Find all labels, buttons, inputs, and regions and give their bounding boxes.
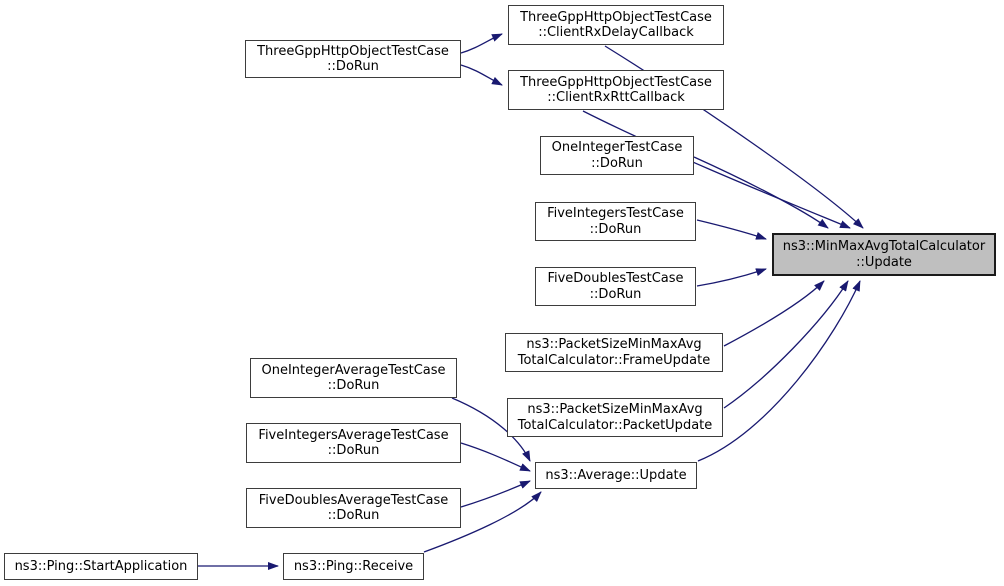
edge-ping-receive-to-average-update: [423, 491, 542, 553]
graph-node-three-gpp-http-object-dorun[interactable]: ThreeGppHttpObjectTestCase::DoRun: [245, 40, 461, 78]
graph-node-label-line: ::DoRun: [589, 286, 642, 302]
graph-node-label-line: ::DoRun: [327, 508, 380, 523]
graph-node-label-line: ns3::MinMaxAvgTotalCalculator: [782, 239, 986, 254]
edge-client-rx-delay-callback-to-min-max-avg-total-calculator-update: [604, 45, 864, 229]
graph-node-label-line: ThreeGppHttpObjectTestCase: [520, 9, 712, 25]
edge-packet-size-packet-update-to-min-max-avg-total-calculator-update: [723, 280, 849, 409]
graph-node-label-line: FiveIntegersTestCase: [547, 206, 684, 221]
graph-node-label-line: FiveIntegersAverageTestCase: [258, 427, 449, 443]
graph-node-label-line: ::DoRun: [589, 221, 642, 237]
graph-node-five-integers-dorun[interactable]: FiveIntegersTestCase::DoRun: [535, 202, 696, 241]
edge-client-rx-rtt-callback-to-min-max-avg-total-calculator-update: [582, 110, 851, 229]
edge-five-doubles-average-dorun-to-average-update: [460, 480, 531, 508]
graph-node-label-line: FiveDoublesTestCase: [547, 271, 684, 286]
edge-three-gpp-http-object-dorun-to-client-rx-delay-callback: [460, 33, 503, 54]
graph-node-one-integer-dorun[interactable]: OneIntegerTestCase::DoRun: [540, 136, 694, 175]
edge-average-update-to-min-max-avg-total-calculator-update: [697, 280, 861, 462]
graph-node-five-doubles-average-dorun[interactable]: FiveDoublesAverageTestCase::DoRun: [246, 488, 461, 528]
graph-node-label-line: ::Update: [856, 254, 912, 270]
graph-node-label-line: TotalCalculator::FrameUpdate: [517, 352, 711, 368]
edge-five-doubles-dorun-to-min-max-avg-total-calculator-update: [696, 268, 767, 287]
graph-node-label-line: OneIntegerAverageTestCase: [261, 362, 446, 378]
graph-node-label-line: ns3::Average::Update: [545, 467, 687, 483]
graph-node-five-doubles-dorun[interactable]: FiveDoublesTestCase::DoRun: [535, 267, 696, 306]
edge-five-integers-average-dorun-to-average-update: [460, 442, 531, 472]
graph-node-label-line: ThreeGppHttpObjectTestCase: [257, 43, 449, 59]
graph-node-label-line: ThreeGppHttpObjectTestCase: [520, 74, 712, 90]
graph-node-ping-receive[interactable]: ns3::Ping::Receive: [283, 553, 424, 580]
graph-node-average-update[interactable]: ns3::Average::Update: [535, 462, 697, 489]
graph-node-label-line: ::ClientRxDelayCallback: [538, 25, 694, 40]
graph-node-label-line: ::DoRun: [327, 443, 380, 458]
graph-node-label-line: ::DoRun: [327, 59, 379, 74]
graph-node-min-max-avg-total-calculator-update[interactable]: ns3::MinMaxAvgTotalCalculator::Update: [772, 233, 996, 276]
graph-node-client-rx-delay-callback[interactable]: ThreeGppHttpObjectTestCase::ClientRxDela…: [508, 5, 724, 45]
graph-node-ping-start-application[interactable]: ns3::Ping::StartApplication: [4, 553, 198, 580]
edge-packet-size-frame-update-to-min-max-avg-total-calculator-update: [723, 280, 825, 347]
graph-node-label-line: ::ClientRxRttCallback: [547, 90, 685, 105]
graph-node-label-line: TotalCalculator::PacketUpdate: [517, 417, 713, 433]
graph-node-label-line: ns3::PacketSizeMinMaxAvg: [527, 402, 703, 417]
graph-node-five-integers-average-dorun[interactable]: FiveIntegersAverageTestCase::DoRun: [246, 423, 461, 463]
graph-node-client-rx-rtt-callback[interactable]: ThreeGppHttpObjectTestCase::ClientRxRttC…: [508, 70, 724, 110]
graph-node-label-line: ::DoRun: [327, 378, 380, 393]
edge-five-integers-dorun-to-min-max-avg-total-calculator-update: [696, 219, 767, 240]
edge-one-integer-dorun-to-min-max-avg-total-calculator-update: [693, 156, 829, 229]
graph-node-one-integer-average-dorun[interactable]: OneIntegerAverageTestCase::DoRun: [250, 358, 457, 398]
graph-node-label-line: ns3::Ping::StartApplication: [14, 558, 188, 574]
graph-node-label-line: ns3::Ping::Receive: [293, 558, 414, 574]
graph-node-label-line: ::DoRun: [591, 155, 643, 171]
graph-node-label-line: ns3::PacketSizeMinMaxAvg: [526, 337, 702, 352]
edge-one-integer-average-dorun-to-average-update: [451, 397, 531, 462]
edge-three-gpp-http-object-dorun-to-client-rx-rtt-callback: [460, 64, 503, 86]
graph-node-label-line: FiveDoublesAverageTestCase: [258, 492, 449, 508]
graph-node-label-line: OneIntegerTestCase: [551, 140, 683, 155]
